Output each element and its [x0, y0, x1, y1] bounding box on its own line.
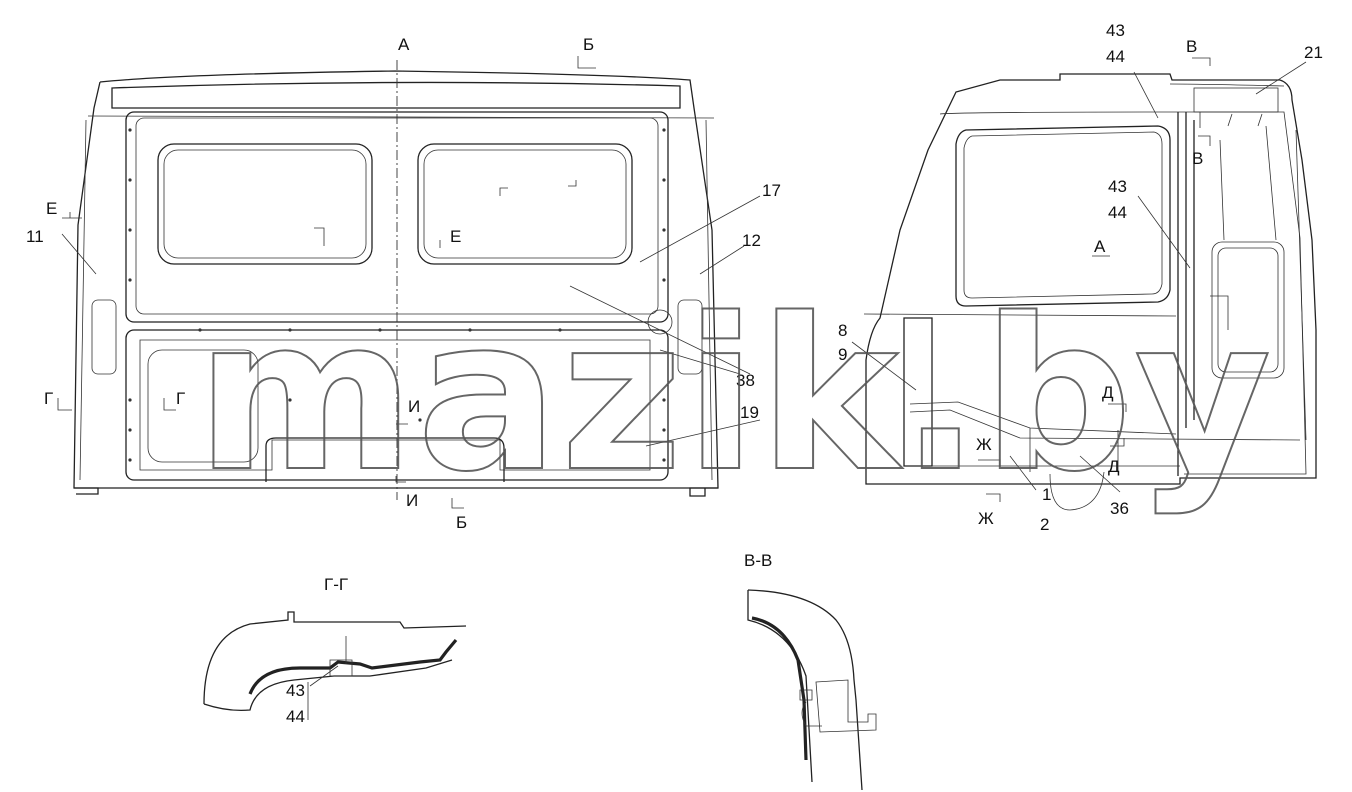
label-section-e-center: Е: [450, 227, 461, 246]
label-section-zh-bottom: Ж: [978, 509, 994, 528]
rivets: [128, 128, 666, 462]
label-section-e-left: Е: [46, 199, 57, 218]
label-section-b-bottom: Б: [456, 513, 467, 532]
callout-2: 2: [1040, 515, 1049, 534]
rear-window-left: [157, 143, 373, 265]
callout-gg-44: 44: [286, 707, 305, 726]
label-section-i-bottom: И: [406, 491, 418, 510]
section-gg: [203, 611, 467, 720]
label-section-v-mid: В: [1192, 149, 1203, 168]
side-view: [851, 57, 1317, 511]
callout-38: 38: [736, 371, 755, 390]
callout-21: 21: [1304, 43, 1323, 62]
callout-1: 1: [1042, 485, 1051, 504]
rear-window-right: [417, 143, 633, 265]
label-section-g-mid: Г: [176, 389, 185, 408]
callout-19: 19: [740, 403, 759, 422]
callout-36: 36: [1110, 499, 1129, 518]
label-section-a-top: А: [398, 35, 410, 54]
callout-44-top: 44: [1106, 47, 1125, 66]
callout-gg-43: 43: [286, 681, 305, 700]
callout-17: 17: [762, 181, 781, 200]
section-vv-title: В-В: [744, 551, 772, 570]
callout-12: 12: [742, 231, 761, 250]
label-section-a-arrow: А: [1094, 237, 1106, 256]
callout-43-mid: 43: [1108, 177, 1127, 196]
callout-9: 9: [838, 345, 847, 364]
callout-43-top: 43: [1106, 21, 1125, 40]
label-section-b-top: Б: [583, 35, 594, 54]
callout-11: 11: [26, 227, 44, 246]
section-vv: [747, 589, 877, 791]
label-section-i-mid: И: [408, 397, 420, 416]
label-section-v-top: В: [1186, 37, 1197, 56]
rear-view: [57, 56, 761, 509]
callout-44-mid: 44: [1108, 203, 1127, 222]
label-section-zh-mid: Ж: [976, 435, 992, 454]
label-section-g-left: Г: [44, 389, 53, 408]
callout-8: 8: [838, 321, 847, 340]
section-gg-title: Г-Г: [324, 575, 348, 594]
side-cab-outline: [865, 73, 1317, 485]
label-section-d-top: Д: [1102, 383, 1114, 402]
side-door-window: [955, 125, 1171, 307]
watermark: mazik.by: [196, 273, 1273, 518]
label-section-d-bottom: Д: [1108, 457, 1120, 476]
